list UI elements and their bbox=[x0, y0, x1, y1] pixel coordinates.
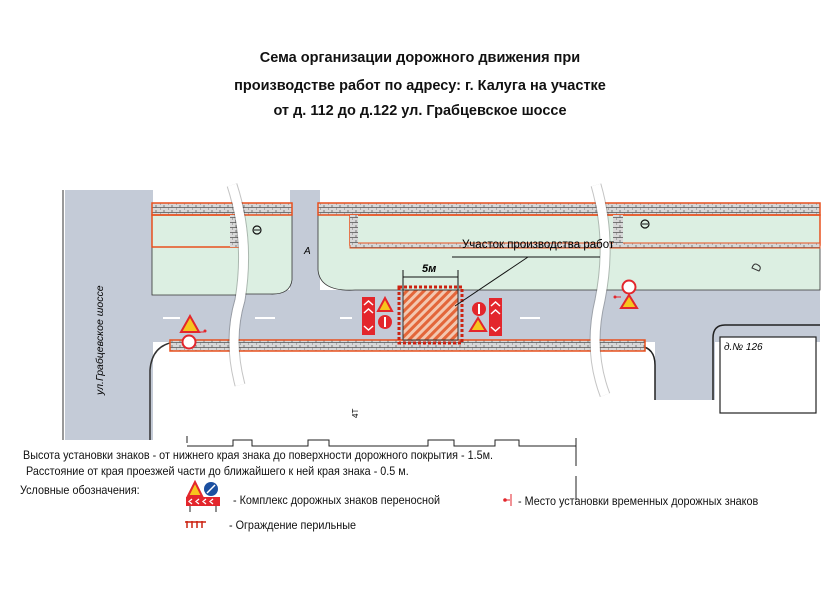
railing-fence bbox=[397, 285, 464, 345]
green-block-1 bbox=[151, 202, 293, 296]
sidewalk-bottom bbox=[169, 339, 646, 352]
legend-label-sign-location: - Место установки временных дорожных зна… bbox=[518, 494, 759, 508]
portable-sign-complex-icon bbox=[186, 479, 220, 512]
road-grabtsevskoe bbox=[65, 190, 153, 440]
sign-complex-left bbox=[362, 295, 394, 335]
note-height: Высота установки знаков - от нижнего кра… bbox=[23, 448, 494, 462]
note-distance: Расстояние от края проезжей части до бли… bbox=[26, 464, 409, 478]
temp-sign-right bbox=[613, 279, 639, 309]
legend-title: Условные обозначения: bbox=[20, 483, 140, 497]
temp-sign-left bbox=[179, 313, 207, 350]
work-zone bbox=[402, 289, 459, 341]
house-label: д.№ 126 bbox=[724, 342, 763, 353]
title-line-3: от д. 112 до д.122 ул. Грабцевское шоссе bbox=[273, 103, 567, 119]
road-main bbox=[150, 290, 820, 342]
railing-fence-icon bbox=[185, 521, 206, 528]
road-side-right bbox=[655, 320, 715, 400]
road-mark: 4Т bbox=[351, 409, 360, 418]
title-line-2: производстве работ по адресу: г. Калуга … bbox=[234, 78, 606, 94]
legend-label-sign-complex: - Комплекс дорожных знаков переносной bbox=[233, 493, 441, 507]
work-zone-label: Участок производства работ bbox=[462, 239, 615, 251]
title-line-1: Сема организации дорожного движения при bbox=[259, 50, 581, 66]
marker-a: А bbox=[303, 246, 311, 257]
sidewalk-top-1 bbox=[151, 202, 293, 216]
legend-label-railing: - Ограждение перильные bbox=[229, 518, 357, 532]
fence-profile bbox=[186, 436, 577, 500]
sidewalk-top-2 bbox=[317, 202, 821, 216]
house-126 bbox=[719, 336, 817, 414]
tree-icon bbox=[751, 263, 761, 272]
sign-complex-right bbox=[468, 298, 502, 336]
dimension-label: 5м bbox=[422, 263, 436, 275]
street-label: ул.Грабцевское шоссе bbox=[94, 285, 106, 396]
sign-location-icon bbox=[503, 494, 512, 506]
